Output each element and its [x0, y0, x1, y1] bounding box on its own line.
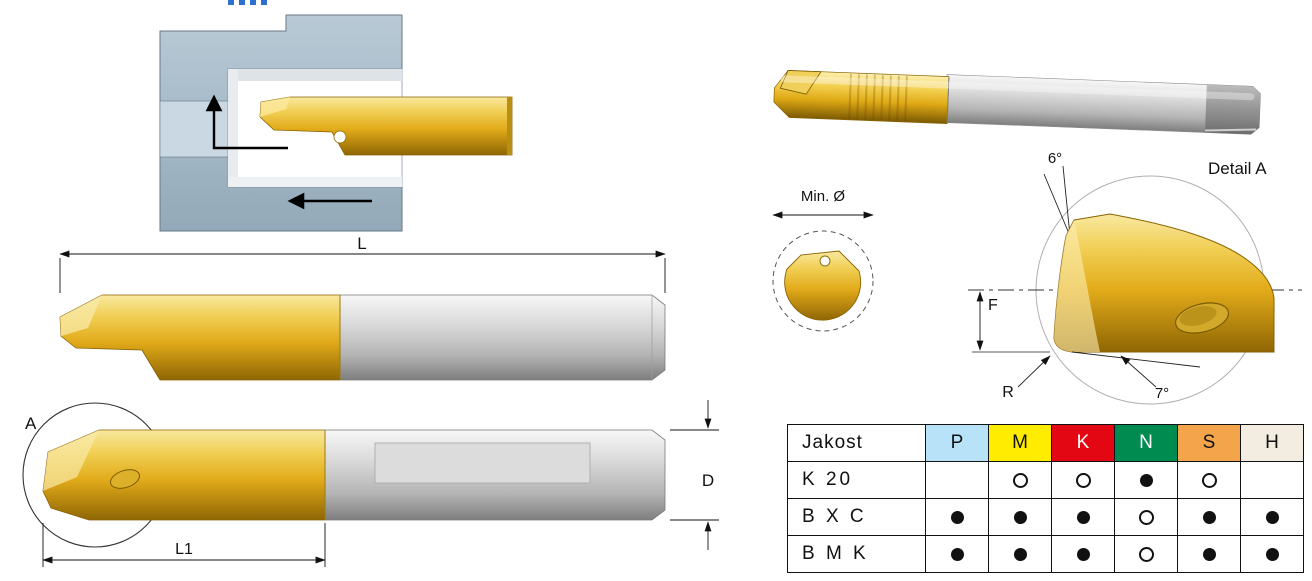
angle-6-label: 6° — [1048, 150, 1062, 167]
availability-mark — [950, 547, 964, 561]
grade-mark-cell — [1052, 462, 1115, 499]
grade-mark-cell — [1241, 462, 1304, 499]
grade-mark-cell — [1115, 462, 1178, 499]
grade-mark-cell — [989, 536, 1052, 573]
grade-mark-cell — [1178, 499, 1241, 536]
availability-mark — [950, 510, 964, 524]
tool-photo-render — [773, 70, 1261, 135]
grade-row-label: B M K — [788, 536, 926, 573]
availability-mark — [1202, 510, 1216, 524]
render-insert-notch — [779, 70, 822, 95]
availability-mark — [1013, 547, 1027, 561]
availability-mark — [1013, 510, 1027, 524]
grade-mark-cell — [926, 499, 989, 536]
coolant-hole — [819, 255, 831, 267]
render-shank-dark-end — [1204, 84, 1261, 135]
grade-mark-cell — [1178, 462, 1241, 499]
availability-mark — [1202, 547, 1216, 561]
angle-7-line — [1071, 351, 1201, 368]
tool-shank — [339, 294, 666, 381]
availability-mark — [1138, 546, 1154, 562]
side-view-drawing: L — [59, 234, 666, 381]
availability-mark — [1139, 473, 1153, 487]
cavity-shading-left — [228, 69, 238, 187]
availability-mark — [1138, 509, 1154, 525]
radius-leader — [1017, 355, 1051, 388]
grade-col-m: M — [989, 425, 1052, 462]
grade-mark-cell — [1115, 499, 1178, 536]
availability-mark — [1265, 547, 1279, 561]
grade-mark-cell — [1241, 499, 1304, 536]
min-bore-view: Min. Ø — [772, 188, 874, 332]
cross-section-view — [159, 14, 513, 232]
dim-label-D: D — [702, 471, 714, 490]
grade-col-p: P — [926, 425, 989, 462]
detail-marker-label: A — [25, 414, 37, 433]
dim-label-F: F — [988, 297, 998, 314]
insert-oval-hole-shadow — [1179, 306, 1217, 326]
render-joint-line — [946, 76, 950, 123]
grade-mark-cell — [926, 462, 989, 499]
clamp-hole — [333, 130, 347, 144]
grade-mark-cell — [926, 536, 989, 573]
grade-table: Jakost P M K N S H K 20 B X C B M K — [787, 424, 1304, 573]
availability-mark — [1076, 547, 1090, 561]
insert-front-face — [784, 250, 862, 321]
feed-path-arrow — [205, 94, 288, 150]
grade-row-label: K 20 — [788, 462, 926, 499]
grade-mark-cell — [1241, 536, 1304, 573]
bottom-view-drawing: A L1 D — [22, 400, 719, 567]
tool-gold-section — [59, 294, 341, 381]
detail-view-label: Detail A — [1208, 159, 1267, 178]
grade-mark-cell — [989, 499, 1052, 536]
grade-col-h: H — [1241, 425, 1304, 462]
grade-mark-cell — [1052, 536, 1115, 573]
grade-mark-cell — [1052, 499, 1115, 536]
availability-mark — [1265, 510, 1279, 524]
grade-col-s: S — [1178, 425, 1241, 462]
availability-mark — [1076, 510, 1090, 524]
availability-mark — [1012, 472, 1028, 488]
min-bore-label: Min. Ø — [801, 188, 846, 205]
tool-nose-facet — [60, 295, 102, 336]
cavity-shading-bottom — [228, 177, 402, 187]
render-highlight-band — [780, 75, 1255, 101]
tool-nose-facet — [260, 97, 290, 117]
grade-col-n: N — [1115, 425, 1178, 462]
insert-front-facet — [1054, 220, 1100, 352]
dim-label-R: R — [1002, 384, 1014, 401]
angle-7-leader — [1120, 355, 1157, 388]
grade-row-label: B X C — [788, 499, 926, 536]
min-bore-dashed-circle — [772, 230, 874, 332]
grade-mark-cell — [1115, 536, 1178, 573]
dim-label-L1: L1 — [175, 541, 193, 558]
angle-7-label: 7° — [1155, 385, 1169, 402]
cropped-text-fragment — [228, 0, 268, 5]
detail-a-view: Detail A 6° 7° F R — [968, 150, 1302, 405]
tool-end-shade — [507, 97, 512, 155]
grade-table-title: Jakost — [788, 425, 926, 462]
grade-col-k: K — [1052, 425, 1115, 462]
render-head-grooves — [848, 73, 908, 122]
tool-nose-facet — [43, 430, 99, 491]
angle-6-line-a — [1062, 165, 1071, 237]
angle-6-line-b — [1043, 173, 1071, 237]
dim-label-L: L — [357, 234, 366, 253]
grade-mark-cell — [989, 462, 1052, 499]
cavity-shading-top — [228, 69, 402, 81]
shank-clamp-flat — [374, 442, 591, 484]
render-shank-end-highlight — [1205, 128, 1257, 132]
availability-mark — [1201, 472, 1217, 488]
grade-mark-cell — [1178, 536, 1241, 573]
availability-mark — [1075, 472, 1091, 488]
relief-edge — [141, 349, 161, 381]
insert-screw-hole — [109, 469, 141, 489]
